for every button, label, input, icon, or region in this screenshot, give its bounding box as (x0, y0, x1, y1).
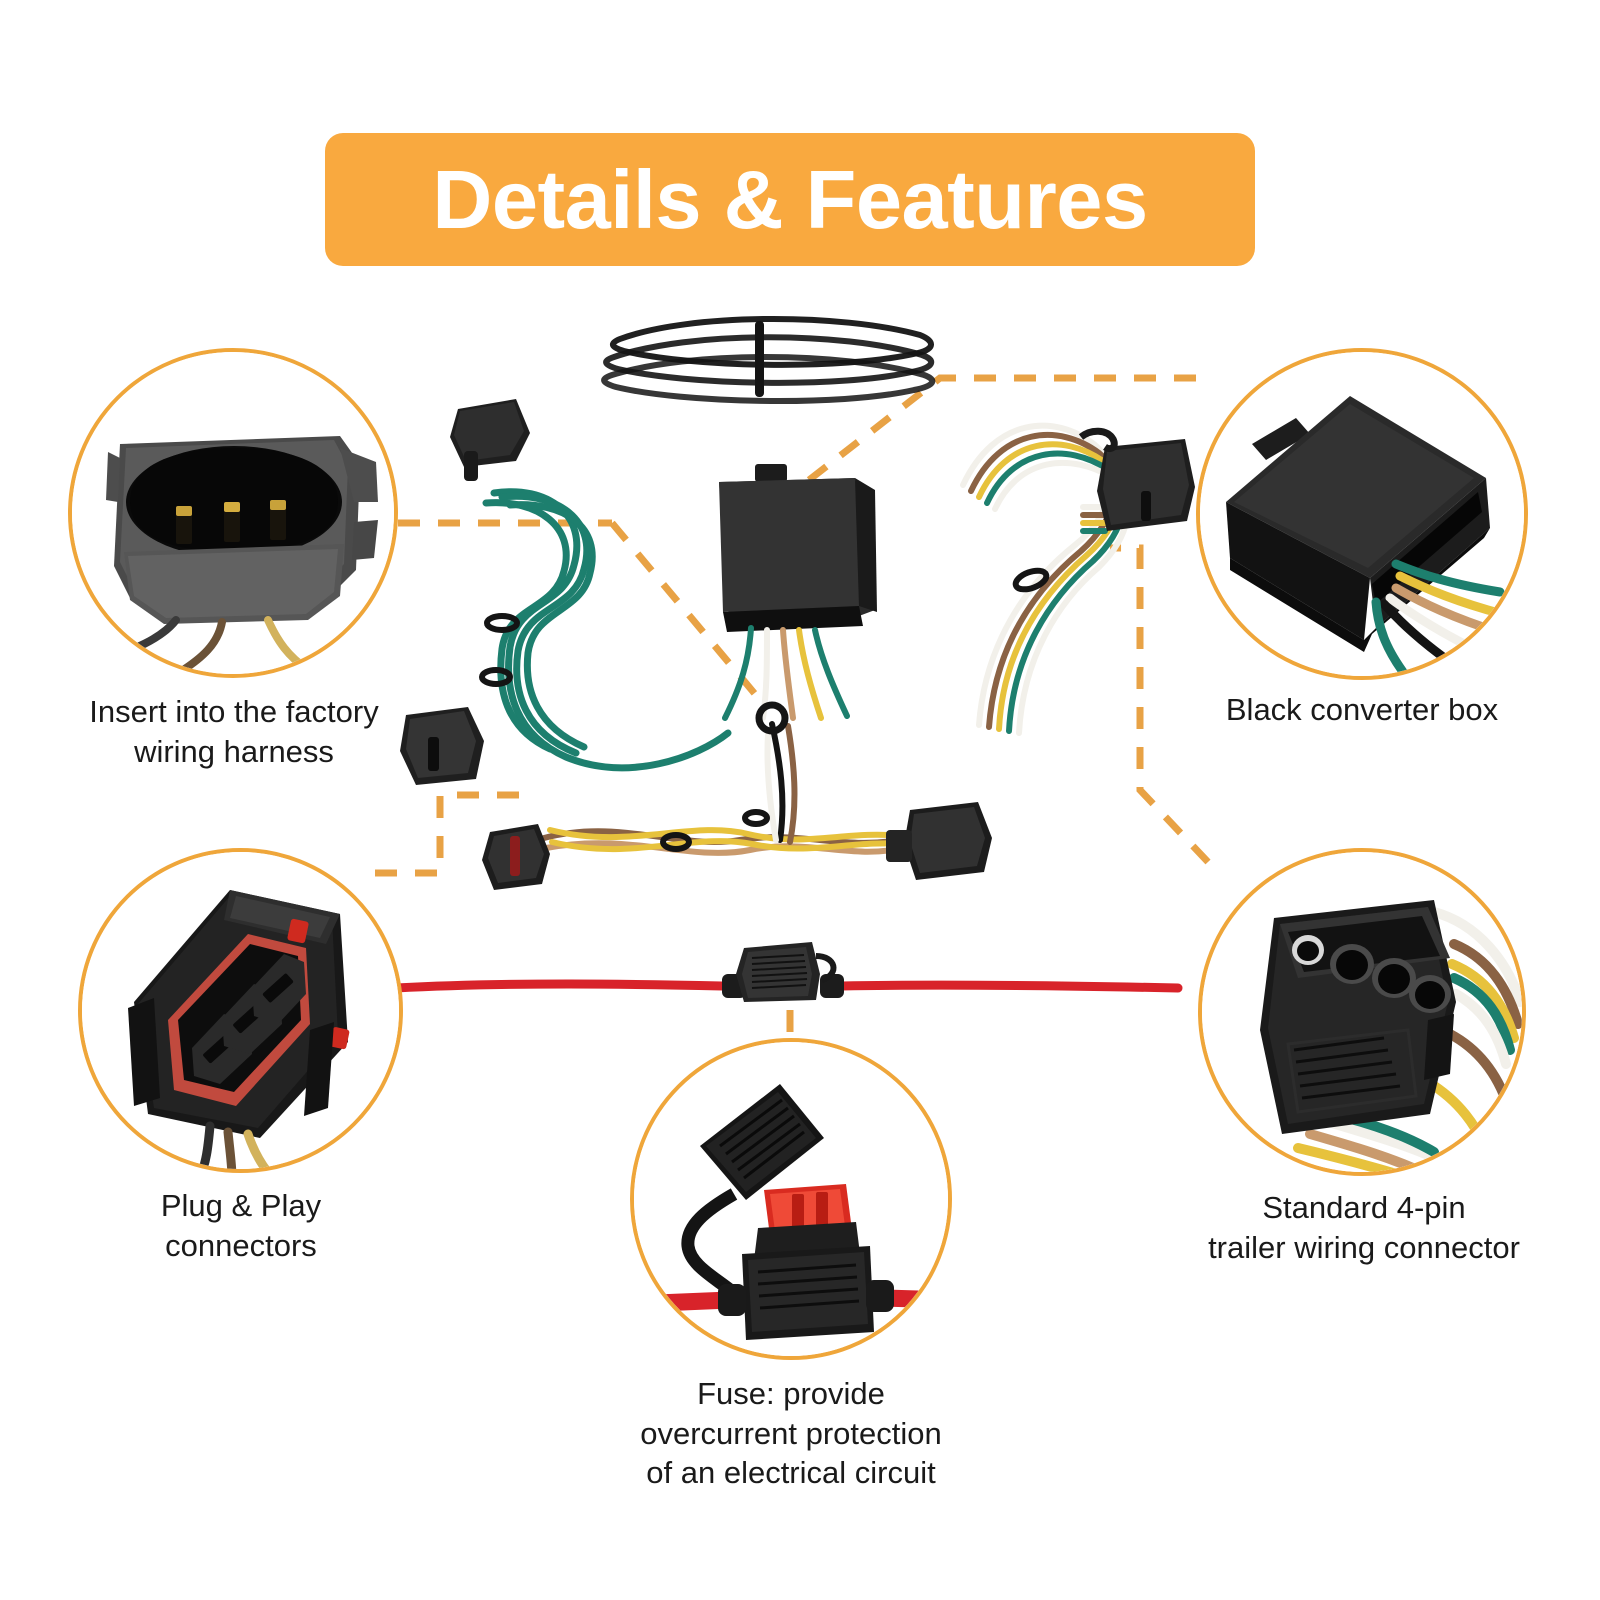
green-harness-lower-connector (400, 707, 484, 785)
flat-4pin-connector (1078, 427, 1195, 531)
header-banner: Details & Features (325, 133, 1255, 266)
callout-label-plug-play: Plug & Play connectors (160, 1188, 322, 1263)
red-fuse-wire (391, 942, 1183, 1002)
callout-circle-converter-box (1196, 348, 1528, 680)
red-blade-fuse (764, 1184, 852, 1236)
callout-circle-trailer-connector (1198, 848, 1526, 1176)
four-pin-trailer-connector-photo (1202, 852, 1522, 1172)
coiled-black-wire (601, 316, 936, 405)
tan-harness-right-connector (886, 802, 992, 880)
inline-fuse-photo (634, 1042, 948, 1356)
green-wire-harness (400, 399, 732, 785)
ring-terminal (755, 701, 789, 735)
callout-circle-plug-play (78, 848, 403, 1173)
plug-play-connector-photo (82, 852, 399, 1169)
four-sockets (1292, 935, 1451, 1013)
callout-label-trailer-connector: Standard 4-pin trailer wiring connector (1208, 1190, 1520, 1265)
green-harness-upper-connector (450, 399, 530, 481)
inline-fuse-holder (722, 942, 844, 1002)
gold-pins (176, 500, 286, 544)
callout-label-factory-harness: Insert into the factory wiring harness (89, 694, 379, 769)
three-pin-connector-photo (72, 352, 394, 674)
terminal-slots (192, 954, 306, 1084)
fuse-cap (681, 1084, 824, 1296)
four-wire-flat-harness (960, 422, 1195, 736)
callout-circle-factory-harness (68, 348, 398, 678)
converter-box-photo (1200, 352, 1524, 676)
page-title: Details & Features (432, 153, 1148, 246)
callout-label-converter-box: Black converter box (1225, 692, 1499, 727)
callout-label-fuse: Fuse: provide overcurrent protection of … (640, 1376, 942, 1491)
callout-circle-fuse (630, 1038, 952, 1360)
converter-module (719, 464, 877, 721)
tan-harness-left-connector (482, 824, 550, 890)
tan-yellow-harness (482, 701, 992, 890)
